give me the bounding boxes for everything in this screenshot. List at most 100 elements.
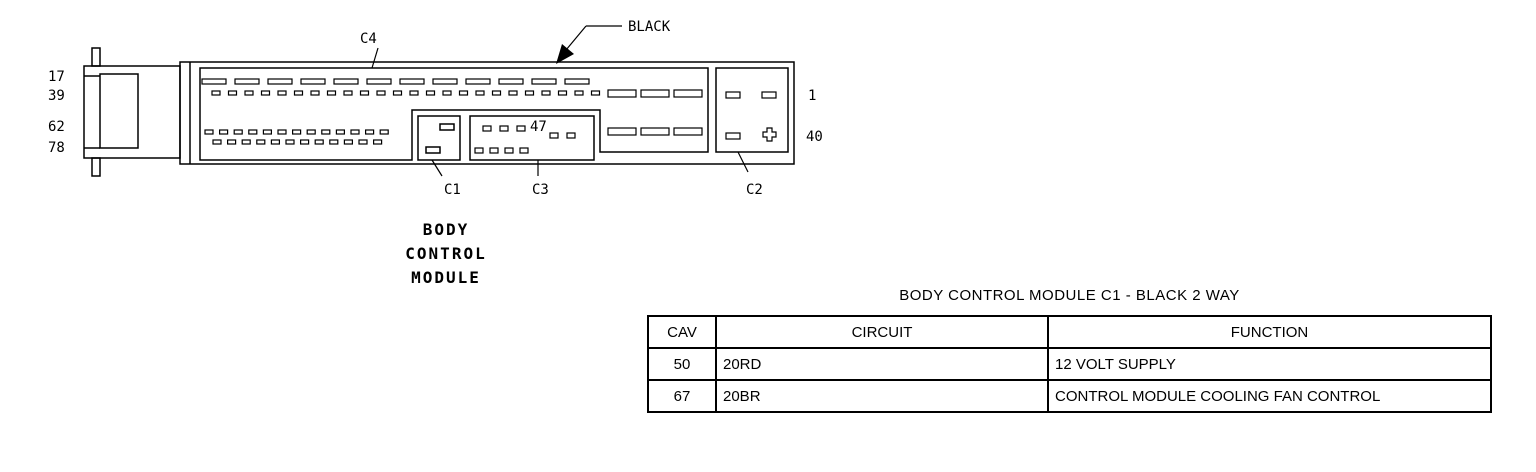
connector-slot	[241, 139, 251, 145]
connector-slot	[270, 139, 280, 145]
mount-window	[99, 73, 139, 149]
connector-slot	[335, 129, 345, 135]
connector-slot	[379, 129, 389, 135]
module-title: BODY CONTROL MODULE	[366, 218, 526, 290]
c2-block	[715, 67, 789, 153]
table-row: 67 20BR CONTROL MODULE COOLING FAN CONTR…	[647, 379, 1492, 413]
module-title-line-1: BODY	[422, 220, 470, 239]
cell-cav: 67	[647, 379, 717, 413]
black-arrow-head	[556, 44, 574, 64]
header-circuit: CIRCUIT	[715, 315, 1049, 349]
module-body	[179, 61, 795, 165]
pin-40-label: 40	[806, 129, 823, 145]
c4-upper-slots	[201, 78, 590, 85]
pin-1-label: 1	[808, 88, 816, 104]
connector-slot	[314, 139, 324, 145]
connector-slot	[204, 129, 214, 135]
connector-slot	[365, 129, 375, 135]
connector-slot	[300, 139, 310, 145]
c4-cavity-outline	[199, 67, 709, 161]
pin-62-label: 62	[48, 119, 65, 135]
connector-slot	[262, 129, 272, 135]
pin-78-label: 78	[48, 140, 65, 156]
connector-slot	[333, 78, 359, 85]
c2-slots	[725, 91, 777, 142]
connector-slot	[292, 129, 302, 135]
module-title-line-3: MODULE	[411, 268, 481, 287]
connector-slot	[557, 90, 568, 96]
connector-slot	[508, 90, 518, 96]
connector-slot	[524, 90, 535, 96]
connector-slot	[201, 78, 227, 85]
c3-block	[469, 115, 595, 161]
c4-label: C4	[360, 31, 377, 47]
mount-tab-bottom	[91, 157, 101, 177]
pin-39-label: 39	[48, 88, 65, 104]
table-caption: BODY CONTROL MODULE C1 - BLACK 2 WAY	[899, 287, 1240, 304]
mount-flange	[83, 65, 181, 159]
connector-slot	[211, 90, 221, 96]
connector-slot	[277, 129, 287, 135]
connector-slot	[343, 90, 353, 96]
c3-label: C3	[532, 182, 549, 198]
connector-slot	[491, 90, 502, 96]
connector-slot	[285, 139, 295, 145]
module-title-line-2: CONTROL	[405, 244, 487, 263]
cell-cav: 50	[647, 347, 717, 381]
mount-tab-top	[91, 47, 101, 67]
connector-slot	[293, 90, 304, 96]
connector-slot	[399, 78, 425, 85]
connector-slot	[432, 78, 458, 85]
connector-slot	[227, 139, 237, 145]
connector-slot	[300, 78, 326, 85]
connector-slot	[359, 90, 370, 96]
pin-47-label: 47	[530, 119, 547, 135]
connector-slot	[256, 139, 266, 145]
connector-slot	[212, 139, 222, 145]
connector-diagram: 17 39 62 78 1 40 47 C4 C1 C3 C2 BLACK	[48, 19, 823, 198]
connector-slot	[329, 139, 339, 145]
connector-slot	[234, 78, 260, 85]
connector-slot	[498, 78, 524, 85]
connector-slot	[321, 129, 331, 135]
c1-label: C1	[444, 182, 461, 198]
table-row: 50 20RD 12 VOLT SUPPLY	[647, 347, 1492, 381]
header-function: FUNCTION	[1047, 315, 1492, 349]
pin-17-label: 17	[48, 69, 65, 85]
connector-table: CAV CIRCUIT FUNCTION 50 20RD 12 VOLT SUP…	[647, 315, 1492, 413]
connector-slot	[475, 90, 485, 96]
connector-slot	[326, 90, 337, 96]
connector-slot	[373, 139, 383, 145]
connector-slot	[260, 90, 271, 96]
cell-function: CONTROL MODULE COOLING FAN CONTROL	[1047, 379, 1492, 413]
connector-slot	[277, 90, 287, 96]
c2-key-cross	[762, 127, 777, 142]
connector-slot	[465, 78, 491, 85]
connector-slot	[531, 78, 557, 85]
cell-function: 12 VOLT SUPPLY	[1047, 347, 1492, 381]
c2-label: C2	[746, 182, 763, 198]
connector-slot	[306, 129, 316, 135]
connector-slot	[541, 90, 551, 96]
c1-block	[417, 115, 461, 161]
connector-slot	[409, 90, 419, 96]
connector-slot	[233, 129, 243, 135]
c4-lower-slots	[204, 129, 389, 135]
c4-right-slots	[607, 89, 703, 136]
connector-slot	[366, 78, 392, 85]
c4-second-row-slots	[211, 90, 601, 96]
header-cav: CAV	[647, 315, 717, 349]
connector-slot	[310, 90, 320, 96]
cell-circuit: 20RD	[715, 347, 1049, 381]
table-header-row: CAV CIRCUIT FUNCTION	[647, 315, 1492, 349]
connector-slot	[219, 129, 229, 135]
connector-slot	[227, 90, 238, 96]
connector-slot	[590, 90, 601, 96]
connector-slot	[343, 139, 353, 145]
c4-bottom-slots	[212, 139, 383, 145]
connector-slot	[425, 90, 436, 96]
connector-slot	[564, 78, 590, 85]
connector-slot	[244, 90, 254, 96]
connector-slot	[350, 129, 360, 135]
c3-slots	[474, 125, 576, 154]
